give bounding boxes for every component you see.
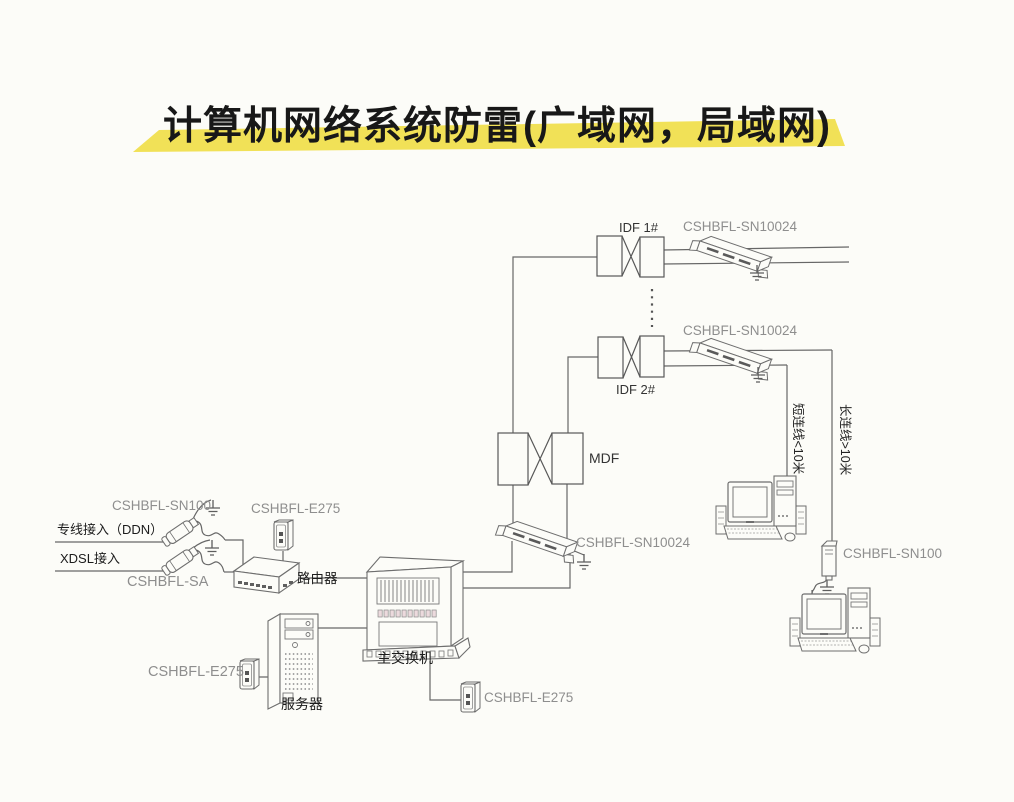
pc-workstation-short-line [715,475,807,542]
server-device [267,613,319,710]
label-sa: CSHBFL-SA [127,574,209,590]
main-switch-device [362,556,471,662]
sn100-protector-ddn [159,515,201,549]
idf1-connector [596,235,665,278]
ground-icon [204,539,220,556]
label-sn10024-bottom: CSHBFL-SN10024 [576,535,691,550]
label-ddn-access: 专线接入（DDN） [57,522,164,537]
label-e275-server: CSHBFL-E275 [148,664,244,680]
sa-protector-xdsl [159,544,201,578]
page-title: 计算机网络系统防雷(广域网，局域网) [163,105,831,148]
ground-icon [576,553,592,570]
title-highlight-band [133,119,845,152]
idf2-connector [597,335,665,379]
label-sn100-left: CSHBFL-SN100 [112,498,212,513]
mdf-connector [497,432,584,486]
e275-protector-router [273,519,294,551]
label-idf1: IDF 1# [619,220,659,235]
label-idf2: IDF 2# [616,382,656,397]
label-router: 路由器 [297,571,338,586]
e275-protector-switch [460,681,481,713]
label-sn100-right: CSHBFL-SN100 [843,546,943,561]
label-long-line: 长连线>10米 [838,404,852,476]
label-main-switch: 主交换机 [377,650,433,666]
label-sn10024-mid: CSHBFL-SN10024 [683,323,798,338]
label-e275-switch: CSHBFL-E275 [484,690,574,705]
label-server: 服务器 [281,696,323,712]
label-e275-router: CSHBFL-E275 [251,501,341,516]
label-xdsl-access: XDSL接入 [60,551,120,566]
router-device [232,556,301,595]
label-short-line: 短连线<10米 [791,403,805,475]
label-mdf: MDF [589,450,620,466]
label-sn10024-top: CSHBFL-SN10024 [683,219,798,234]
pc-workstation-long-line [789,587,881,654]
sn100-protector-lan [820,540,838,581]
ground-icon [819,578,835,595]
